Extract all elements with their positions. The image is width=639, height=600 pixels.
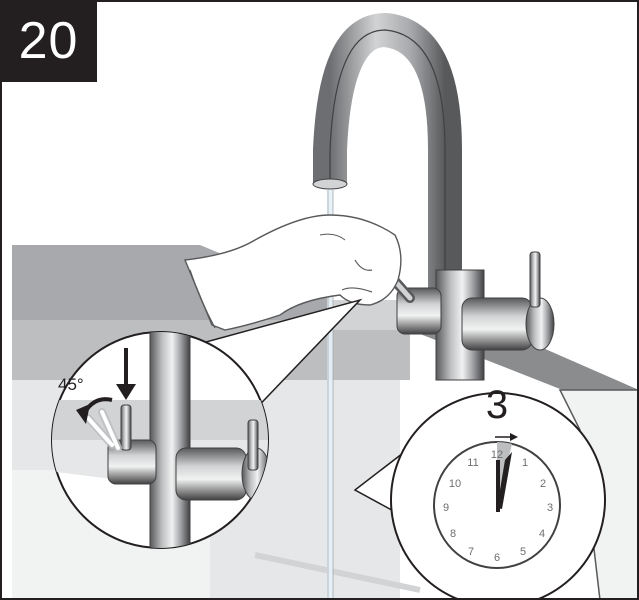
clock-numeral-8: 8 bbox=[450, 528, 456, 540]
rotate-detail-callout: 45° bbox=[51, 298, 363, 549]
faucet bbox=[312, 12, 555, 381]
clock-numeral-7: 7 bbox=[468, 546, 474, 558]
clock-numeral-2: 2 bbox=[540, 478, 546, 490]
clock-numeral-5: 5 bbox=[520, 546, 526, 558]
clock-numeral-6: 6 bbox=[494, 552, 500, 564]
clock-numeral-4: 4 bbox=[539, 528, 545, 540]
clock-numeral-10: 10 bbox=[449, 478, 461, 490]
step-number-badge: 20 bbox=[0, 0, 97, 82]
clock-numeral-3: 3 bbox=[547, 502, 553, 514]
arrow-right-icon bbox=[495, 433, 518, 441]
curved-arrow-left-icon bbox=[76, 397, 113, 424]
clock-numeral-9: 9 bbox=[443, 502, 449, 514]
timer-minutes: 3 bbox=[486, 383, 508, 427]
clock-minute-hand bbox=[496, 460, 500, 512]
clock-numeral-12: 12 bbox=[491, 449, 503, 461]
arrow-down-icon bbox=[116, 348, 136, 400]
clock-numeral-11: 11 bbox=[467, 457, 478, 469]
gloved-hand bbox=[183, 214, 402, 331]
rotation-angle-label: 45° bbox=[58, 375, 84, 394]
clock-numeral-1: 1 bbox=[522, 457, 528, 469]
clock-hour-hand bbox=[497, 452, 512, 509]
timer-callout: 3 12 1 2 3 4 5 6 7 8 9 10 11 bbox=[353, 383, 606, 600]
clock-face-icon: 12 1 2 3 4 5 6 7 8 9 10 11 bbox=[433, 441, 561, 569]
